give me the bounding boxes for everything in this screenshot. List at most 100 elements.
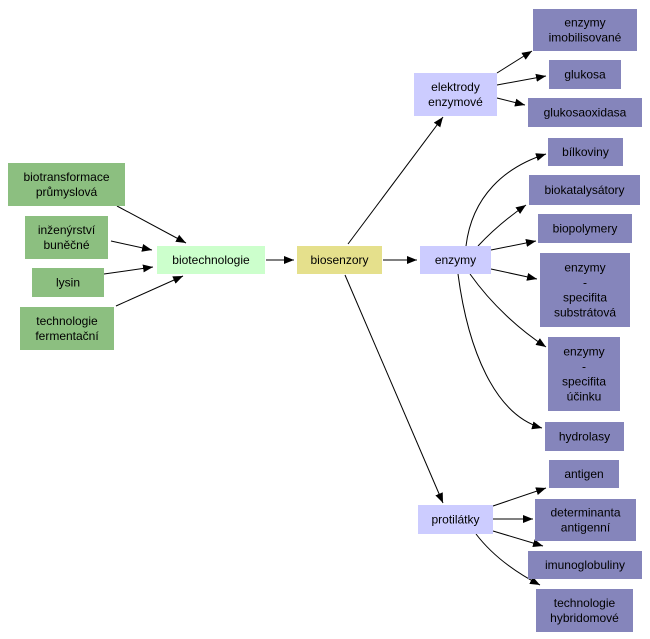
node-label-enzymy_substr-3: substrátová (554, 306, 616, 320)
node-protilatky: protilátky (418, 505, 493, 534)
node-label-biopolymery-0: biopolymery (553, 222, 618, 236)
edge-biosenzory-to-elektrody (347, 116, 444, 245)
node-label-glukosa-0: glukosa (564, 68, 606, 82)
node-bilkoviny: bílkoviny (548, 138, 623, 166)
node-box-technologie_ferm (20, 307, 114, 350)
node-glukosaoxidasa: glukosaoxidasa (528, 98, 642, 127)
node-glukosa: glukosa (549, 60, 621, 89)
node-label-biotransformace-1: průmyslová (36, 185, 98, 199)
node-box-biokatalysatory (529, 175, 640, 205)
node-label-glukosaoxidasa-0: glukosaoxidasa (544, 106, 627, 120)
node-label-bilkoviny-0: bílkoviny (562, 145, 609, 159)
edge-enzymy-to-enzymy_substr (490, 268, 538, 281)
node-box-enzymy_ucinku (548, 337, 620, 411)
node-box-biopolymery (538, 214, 632, 243)
node-label-inzenyrstvi-1: buněčné (43, 238, 89, 252)
edge-protilatky-to-antigen (492, 487, 547, 507)
node-label-enzymy_ucinku-3: účinku (567, 390, 602, 404)
node-label-enzymy_substr-2: specifita (563, 291, 607, 305)
node-label-protilatky-0: protilátky (431, 513, 479, 527)
node-box-biosenzory (297, 246, 382, 274)
edge-elektrody-to-glukosaoxidasa (496, 97, 526, 107)
edge-enzymy-to-biokatalysatory (477, 204, 527, 247)
node-label-elektrody-1: enzymové (428, 95, 483, 109)
node-label-technologie_ferm-1: fermentační (35, 329, 99, 343)
node-label-enzymy_ucinku-0: enzymy (563, 345, 604, 359)
node-box-biotechnologie (157, 246, 265, 274)
edge-enzymy-to-enzymy_ucinku (469, 273, 547, 348)
node-box-glukosa (549, 60, 621, 89)
node-biotechnologie: biotechnologie (157, 246, 265, 274)
edge-enzymy-to-bilkoviny (465, 153, 547, 247)
node-biopolymery: biopolymery (538, 214, 632, 243)
node-box-glukosaoxidasa (528, 98, 642, 127)
node-imunoglobuliny: imunoglobuliny (528, 551, 642, 579)
node-antigen: antigen (549, 460, 619, 488)
node-label-biotechnologie-0: biotechnologie (172, 253, 250, 267)
node-label-imunoglobuliny-0: imunoglobuliny (545, 558, 625, 572)
node-label-enzymy_ucinku-2: specifita (562, 375, 606, 389)
edge-protilatky-to-imunoglobuliny (492, 530, 544, 547)
node-box-determinanta (535, 499, 636, 541)
node-biosenzory: biosenzory (297, 246, 382, 274)
node-label-biosenzory-0: biosenzory (310, 253, 368, 267)
node-label-enzymy_imob-1: imobilisované (549, 31, 622, 45)
node-box-enzymy (420, 246, 491, 274)
edge-enzymy-to-biopolymery (490, 239, 537, 251)
node-box-protilatky (418, 505, 493, 534)
node-label-biokatalysatory-0: biokatalysátory (544, 183, 624, 197)
node-label-determinanta-0: determinanta (550, 506, 620, 520)
node-lysin: lysin (32, 268, 104, 297)
edge-lysin-to-biotechnologie (103, 264, 154, 275)
edge-inzenyrstvi-to-biotechnologie (110, 240, 153, 252)
node-box-enzymy_substr (540, 253, 630, 327)
node-hydrolasy: hydrolasy (545, 422, 624, 451)
node-box-hydrolasy (545, 422, 624, 451)
node-label-technologie_hybr-1: hybridomové (550, 611, 619, 625)
node-enzymy: enzymy (420, 246, 491, 274)
edges-layer (103, 50, 547, 586)
node-box-lysin (32, 268, 104, 297)
node-biokatalysatory: biokatalysátory (529, 175, 640, 205)
node-label-elektrody-0: elektrody (431, 80, 480, 94)
node-label-technologie_ferm-0: technologie (36, 314, 98, 328)
node-label-determinanta-1: antigenní (561, 521, 611, 535)
node-label-enzymy_ucinku-1: - (582, 360, 586, 374)
node-label-enzymy-0: enzymy (435, 253, 476, 267)
node-label-technologie_hybr-0: technologie (554, 596, 616, 610)
node-label-enzymy_substr-1: - (583, 276, 587, 290)
edge-elektrody-to-glukosa (496, 73, 547, 86)
node-box-technologie_hybr (536, 589, 633, 632)
node-label-enzymy_substr-0: enzymy (564, 261, 605, 275)
edge-biotransformace-to-biotechnologie (116, 205, 187, 244)
node-box-elektrody (414, 73, 497, 116)
edge-protilatky-to-technologie_hybr (475, 533, 541, 586)
edge-technologie_ferm-to-biotechnologie (115, 275, 184, 307)
node-label-inzenyrstvi-0: inženýrství (38, 223, 96, 237)
node-box-enzymy_imob (533, 9, 637, 51)
node-box-antigen (549, 460, 619, 488)
node-box-inzenyrstvi (25, 216, 108, 259)
node-label-biotransformace-0: biotransformace (23, 170, 109, 184)
edge-biosenzory-to-protilatky (344, 274, 444, 504)
node-label-antigen-0: antigen (564, 467, 603, 481)
node-box-imunoglobuliny (528, 551, 642, 579)
node-label-hydrolasy-0: hydrolasy (559, 430, 610, 444)
node-label-enzymy_imob-0: enzymy (564, 16, 605, 30)
edge-enzymy-to-hydrolasy (457, 273, 543, 430)
node-label-lysin-0: lysin (56, 276, 80, 290)
edge-elektrody-to-enzymy_imob (496, 50, 533, 74)
node-box-biotransformace (8, 163, 125, 206)
node-box-bilkoviny (548, 138, 623, 166)
